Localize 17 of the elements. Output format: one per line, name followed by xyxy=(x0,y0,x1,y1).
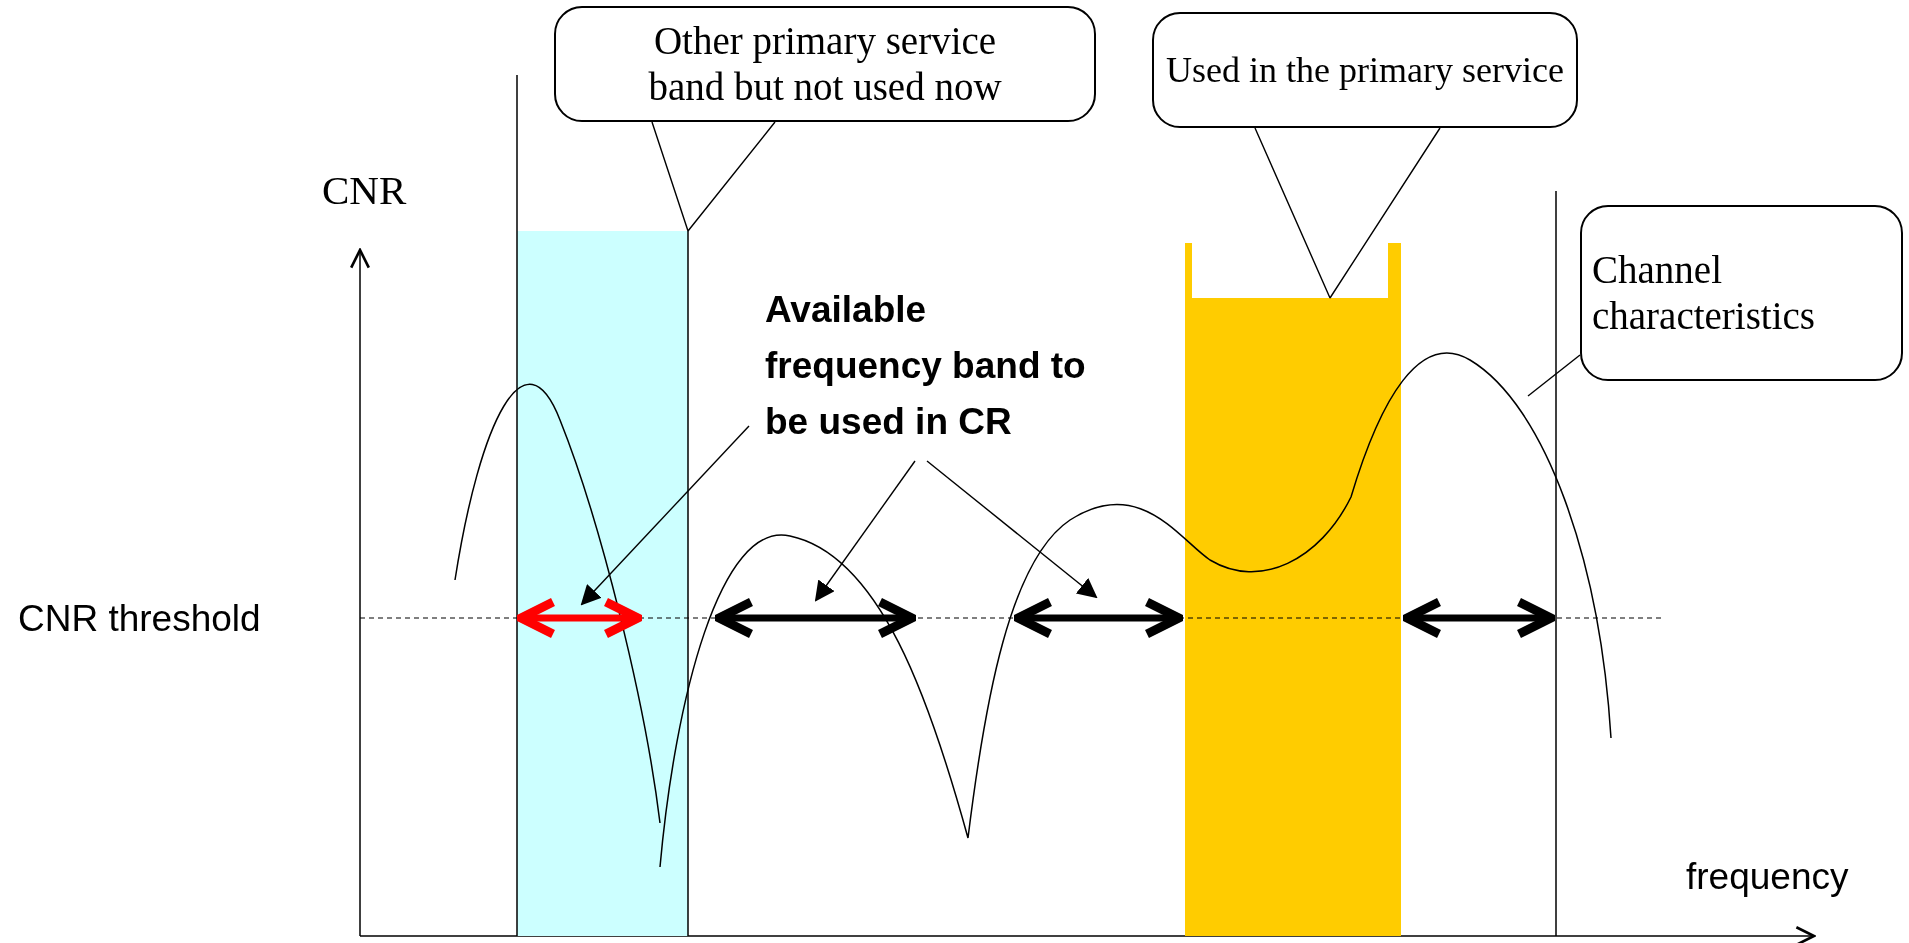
double-arrow xyxy=(516,597,643,639)
leader-line xyxy=(926,460,1098,599)
callout-tail xyxy=(1254,127,1441,299)
leader-line xyxy=(814,460,916,602)
callout-bubble: Other primary service band but not used now xyxy=(554,6,1096,122)
axis-label: frequency xyxy=(1686,856,1849,898)
leader-line xyxy=(1527,354,1581,397)
axis-label: CNR xyxy=(322,166,407,214)
callout-bubble: Channel characteristics xyxy=(1580,205,1903,381)
annotation-text: Available frequency band to be used in CR xyxy=(745,282,1150,460)
callout-tail xyxy=(651,121,776,232)
leader-line xyxy=(580,425,750,606)
threshold-label: CNR threshold xyxy=(18,598,261,640)
callout-bubble: Used in the primary service xyxy=(1152,12,1578,128)
channel-curve xyxy=(454,352,1612,868)
frequency-band xyxy=(1185,243,1401,936)
frequency-band xyxy=(517,231,688,936)
